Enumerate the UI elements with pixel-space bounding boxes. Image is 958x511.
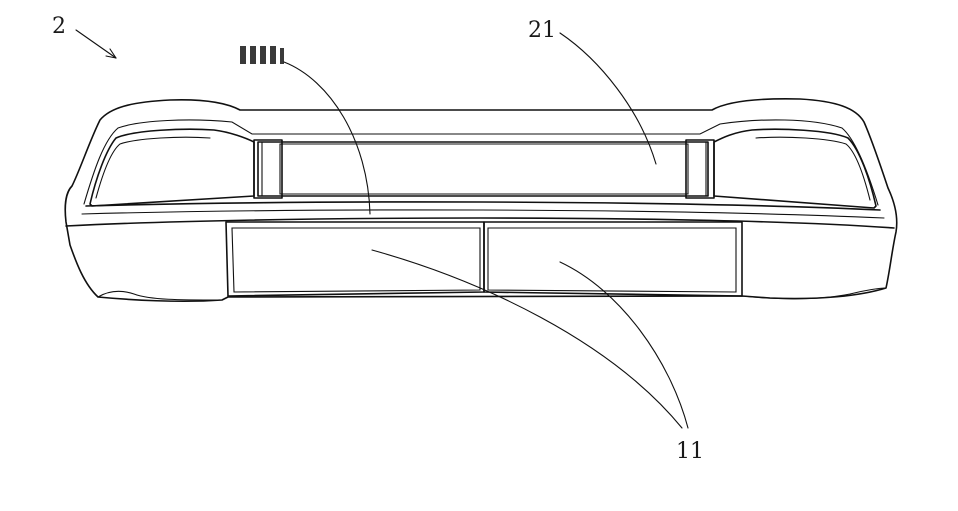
leader-lower-left [371,249,683,429]
label-lower-panels: 11 [676,439,704,464]
assembly-reference: 2 [52,14,117,59]
lower-panel-right-inner [487,227,737,293]
belt-line-upper [85,201,881,211]
bottom-skirt-left [97,290,223,301]
lower-panel-left [225,221,485,297]
label-assembly: 2 [52,14,66,39]
upper-panel-outline [257,141,709,197]
right-recess [713,128,877,209]
leader-upper-panel [559,32,657,165]
left-recess-inner [95,136,211,199]
upper-rim-line [83,119,879,206]
leader-lower-right [559,261,689,429]
upper-panel [253,139,715,199]
right-recess-inner [755,136,871,201]
bottom-skirt-right [741,287,887,300]
belt-line-middle [81,209,885,219]
belt-line-lower [65,217,895,229]
redacted-mark [240,46,284,64]
left-recess [89,128,255,207]
leader-blot [283,61,371,215]
upper-panel-inner [279,143,689,195]
lower-panel-left-inner [231,227,481,293]
left-bracket [253,139,283,199]
assembly-arrow [75,29,117,59]
lower-panels [225,221,743,297]
lower-panel-right [483,221,743,297]
right-bracket [685,139,715,199]
label-upper-panel: 21 [528,18,556,43]
assembly-arrowhead [105,48,117,59]
